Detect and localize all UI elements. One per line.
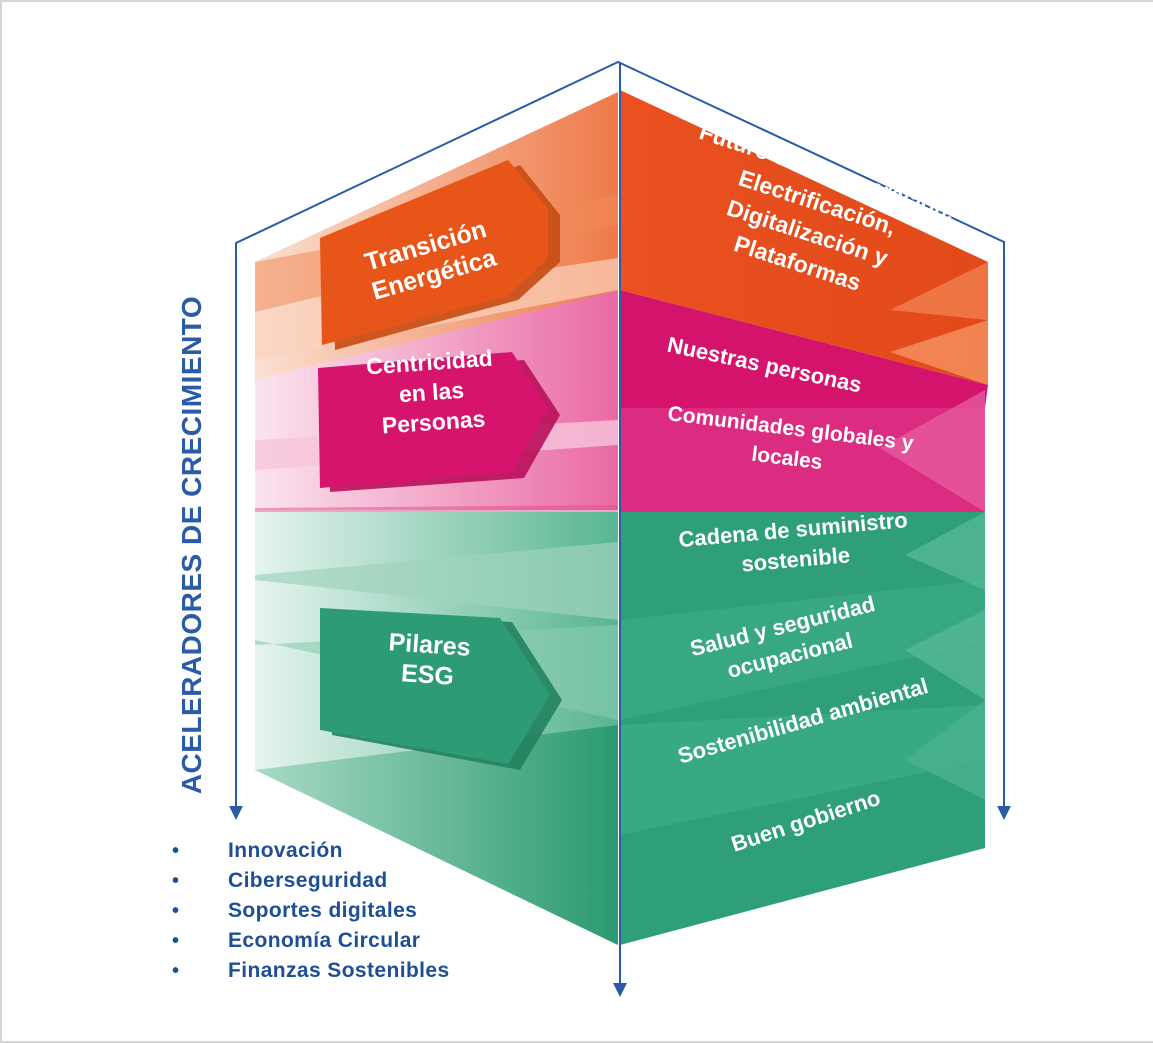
accelerator-label: Soportes digitales xyxy=(228,899,418,922)
accelerators-list: • Innovación • Ciberseguridad • Soportes di… xyxy=(168,836,450,986)
right-notch-orange-2 xyxy=(890,320,988,385)
right-notch-green-1 xyxy=(905,512,985,590)
center-arrow-head-icon xyxy=(613,983,627,997)
arrow-transicion-label: TransiciónEnergética xyxy=(360,215,500,306)
right-notch-magenta xyxy=(880,390,985,512)
arrow-personas-body xyxy=(318,352,548,488)
left-stripe-green-3 xyxy=(255,725,618,945)
arrow-transicion: TransiciónEnergética xyxy=(320,160,560,350)
list-item: • Soportes digitales xyxy=(168,896,450,926)
bullet-icon: • xyxy=(172,870,180,892)
right-notch-green-3 xyxy=(905,700,985,800)
right-band-magenta-2 xyxy=(620,408,985,512)
right-notch-orange-1 xyxy=(890,262,988,320)
accelerator-label: Ciberseguridad xyxy=(228,869,388,892)
right-arrow-head-icon xyxy=(997,806,1011,820)
arrow-esg-label-line: Pilares xyxy=(388,628,472,662)
bullet-icon: • xyxy=(172,960,180,982)
right-notch-green-2 xyxy=(905,610,985,700)
arrow-transicion-body xyxy=(320,160,548,345)
bullet-icon: • xyxy=(172,840,180,862)
frame-lines xyxy=(235,60,1005,985)
accelerator-label: Finanzas Sostenibles xyxy=(228,959,450,982)
accelerator-label: Economía Circular xyxy=(228,929,421,952)
arrow-esg-label: PilaresESG xyxy=(386,628,472,692)
right-stripe-green-2 xyxy=(620,705,985,835)
arrow-personas-label-line: en las xyxy=(398,377,465,407)
arrow-personas: Centricidaden lasPersonas xyxy=(318,345,560,492)
list-item: • Innovación xyxy=(168,836,450,866)
accelerator-label: Innovación xyxy=(228,839,343,862)
arrow-esg-label-line: ESG xyxy=(400,659,455,691)
right-band-orange xyxy=(620,90,988,385)
right-band-magenta-1 xyxy=(620,290,988,408)
left-stripe-green-1 xyxy=(255,542,618,620)
vertical-title: ACELERADORES DE CRECIMIENTO xyxy=(176,295,207,795)
top-roof-line xyxy=(235,60,1005,808)
list-item: • Finanzas Sostenibles xyxy=(168,956,450,986)
bullet-icon: • xyxy=(172,930,180,952)
arrow-heads xyxy=(229,806,1011,997)
left-arrow-head-icon xyxy=(229,806,243,820)
arrow-esg: PilaresESG xyxy=(320,608,562,770)
bullet-icon: • xyxy=(172,900,180,922)
list-item: • Economía Circular xyxy=(168,926,450,956)
right-stripe-green-1 xyxy=(620,580,985,720)
arrow-esg-body xyxy=(320,608,550,764)
right-face xyxy=(620,90,988,945)
list-item: • Ciberseguridad xyxy=(168,866,450,896)
